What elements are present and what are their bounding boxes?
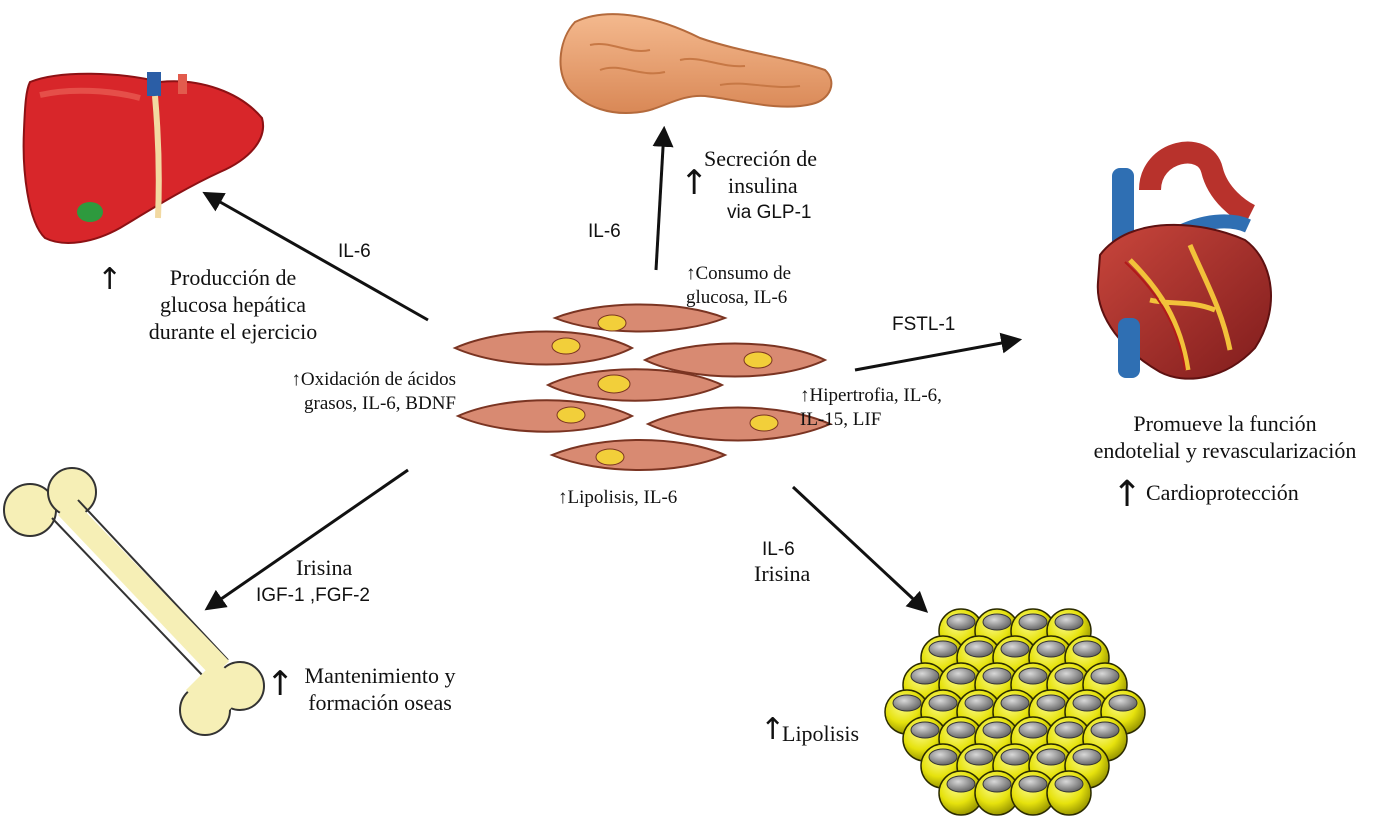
up-arrow-symbol: ↑ <box>800 385 810 406</box>
arrow-to-pancreas <box>652 125 674 271</box>
up-arrow-symbol: ↑ <box>1112 474 1143 515</box>
bone-effect-label: Mantenimiento y formación oseas <box>304 663 456 715</box>
up-arrow-symbol: ↑ <box>266 664 295 704</box>
pancreas-cytokine-label: IL-6 <box>588 221 621 242</box>
muscle-lipolysis-text: Lipolisis, IL-6 <box>567 487 678 508</box>
fat-cell <box>1010 770 1056 816</box>
bone-cytokine-label-2: IGF-1 ,FGF-2 <box>256 585 370 606</box>
muscle-glucose-text: Consumo de glucosa, IL-6 <box>686 263 792 308</box>
pancreas-effect-label-2: insulina <box>728 173 798 198</box>
pancreas-effect-label-3: via GLP-1 <box>727 202 812 223</box>
fat-effect-label: Lipolisis <box>782 721 860 746</box>
heart-effect-label-2: Cardioprotección <box>1146 480 1299 505</box>
bone-illustration <box>3 467 265 736</box>
fat-cytokine-label-2: Irisina <box>754 561 811 586</box>
muscle-fibers <box>452 303 833 471</box>
up-arrow-symbol: ↑ <box>680 163 709 203</box>
arrow-to-heart <box>854 332 1023 372</box>
arrow-to-liver <box>202 191 429 322</box>
liver-effect-label: Producción de glucosa hepática durante e… <box>148 265 318 344</box>
muscle-hypertrophy-label: ↑Hipertrofia, IL-6, IL-15, LIF <box>800 384 942 432</box>
up-arrow-symbol: ↑ <box>291 369 301 390</box>
heart-effect-label: Promueve la función endotelial y revascu… <box>1093 411 1357 463</box>
muscle-lipolysis-label: ↑Lipolisis, IL-6 <box>558 486 677 510</box>
arrow-to-fat <box>791 485 929 613</box>
adipose-tissue-illustration <box>884 608 1146 816</box>
bone-cytokine-label: Irisina <box>296 555 353 580</box>
liver-cytokine-label: IL-6 <box>338 241 371 262</box>
heart-cytokine-label: FSTL-1 <box>892 314 956 335</box>
muscle-fatty-acids-label: ↑Oxidación de ácidos grasos, IL-6, BDNF <box>276 368 456 416</box>
up-arrow-symbol: ↑ <box>760 712 786 747</box>
muscle-glucose-label: ↑Consumo de glucosa, IL-6 <box>686 262 791 310</box>
muscle-fatty-acids-text: Oxidación de ácidos grasos, IL-6, BDNF <box>300 369 456 414</box>
up-arrow-symbol: ↑ <box>97 262 123 297</box>
arrow-to-bone <box>204 468 409 611</box>
up-arrow-symbol: ↑ <box>558 487 568 508</box>
fat-cytokine-label: IL-6 <box>762 539 795 560</box>
up-arrow-symbol: ↑ <box>686 263 696 284</box>
heart-illustration <box>1096 141 1272 380</box>
pancreas-effect-label: Secreción de <box>704 146 817 171</box>
pancreas-illustration <box>559 13 833 114</box>
muscle-hypertrophy-text: Hipertrofia, IL-6, IL-15, LIF <box>800 385 942 430</box>
liver-illustration <box>22 72 265 244</box>
fat-cell <box>1046 770 1092 816</box>
